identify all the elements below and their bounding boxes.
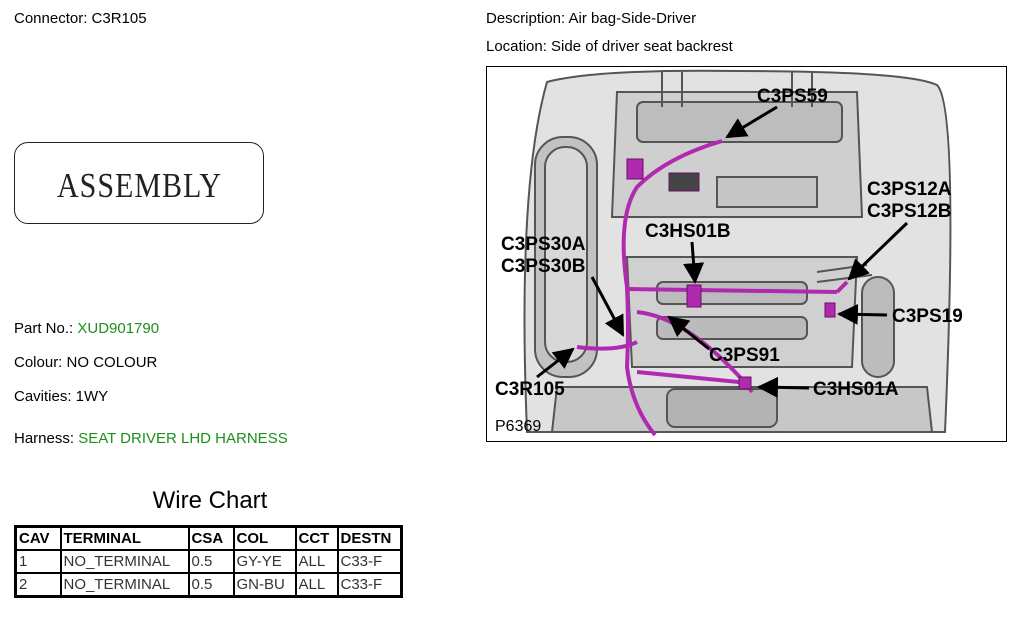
cell-cav: 2	[14, 572, 62, 598]
cavities-text: Cavities: 1WY	[14, 388, 109, 405]
harness-row: Harness: SEAT DRIVER LHD HARNESS	[14, 430, 288, 447]
label-c3ps19: C3PS19	[892, 306, 963, 327]
cell-csa: 0.5	[187, 549, 235, 574]
label-c3ps30a: C3PS30A	[501, 234, 586, 255]
connector-title: Connector: C3R105	[14, 10, 147, 27]
col-header-col: COL	[232, 525, 297, 551]
col-header-csa: CSA	[187, 525, 235, 551]
harness-label: Harness:	[14, 430, 75, 447]
cell-destn: C33-F	[336, 549, 403, 574]
arrow-c3r105	[536, 347, 575, 379]
col-header-cav: CAV	[14, 525, 62, 551]
cell-col: GN-BU	[232, 572, 297, 598]
wire-chart-title: Wire Chart	[152, 487, 268, 514]
location-text: Location: Side of driver seat backrest	[486, 38, 733, 55]
col-header-cct: CCT	[294, 525, 339, 551]
arrow-c3ps12	[847, 221, 909, 281]
part-number-row: Part No.: XUD901790	[14, 320, 159, 337]
label-c3hs01b: C3HS01B	[645, 221, 731, 242]
cell-cav: 1	[14, 549, 62, 574]
arrow-c3ps30	[590, 276, 625, 337]
cell-csa: 0.5	[187, 572, 235, 598]
part-number-value: XUD901790	[77, 320, 160, 337]
label-c3r105: C3R105	[495, 379, 565, 400]
figure-id: P6369	[495, 418, 541, 435]
arrow-c3hs01b	[683, 241, 705, 285]
cell-destn: C33-F	[336, 572, 403, 598]
arrow-c3ps19	[836, 303, 888, 325]
arrow-c3ps59	[725, 105, 778, 139]
assembly-label: ASSEMBLY	[57, 167, 223, 205]
label-c3ps91: C3PS91	[709, 345, 780, 366]
label-c3ps30b: C3PS30B	[501, 256, 586, 277]
part-number-label: Part No.:	[14, 320, 74, 337]
connector-blocks	[626, 158, 836, 390]
colour-text: Colour: NO COLOUR	[14, 354, 158, 371]
cell-cct: ALL	[294, 549, 339, 574]
col-header-destn: DESTN	[336, 525, 403, 551]
arrow-c3hs01a	[756, 376, 810, 398]
wire-chart-table: CAV TERMINAL CSA COL CCT DESTN 1 NO_TERM…	[14, 525, 403, 598]
arrow-c3ps91	[667, 315, 710, 351]
diagram-svg: C3PS59 C3PS12A C3PS12B C3HS01B C3PS30A C…	[495, 69, 963, 437]
label-c3hs01a: C3HS01A	[813, 379, 899, 400]
wire-chart-header-row: CAV TERMINAL CSA COL CCT DESTN	[14, 525, 403, 551]
label-c3ps12b: C3PS12B	[867, 201, 952, 222]
table-row: 2 NO_TERMINAL 0.5 GN-BU ALL C33-F	[14, 572, 403, 598]
cell-col: GY-YE	[232, 549, 297, 574]
cell-terminal: NO_TERMINAL	[59, 549, 190, 574]
description-text: Description: Air bag-Side-Driver	[486, 10, 697, 27]
cell-cct: ALL	[294, 572, 339, 598]
harness-value: SEAT DRIVER LHD HARNESS	[78, 430, 288, 447]
seat-harness-diagram: C3PS59 C3PS12A C3PS12B C3HS01B C3PS30A C…	[486, 66, 1007, 442]
label-c3ps12a: C3PS12A	[867, 179, 952, 200]
assembly-stamp: ASSEMBLY	[14, 142, 264, 224]
label-c3ps59: C3PS59	[757, 86, 828, 107]
table-row: 1 NO_TERMINAL 0.5 GY-YE ALL C33-F	[14, 549, 403, 574]
seat-frame-art	[523, 69, 952, 433]
cell-terminal: NO_TERMINAL	[59, 572, 190, 598]
col-header-terminal: TERMINAL	[59, 525, 190, 551]
